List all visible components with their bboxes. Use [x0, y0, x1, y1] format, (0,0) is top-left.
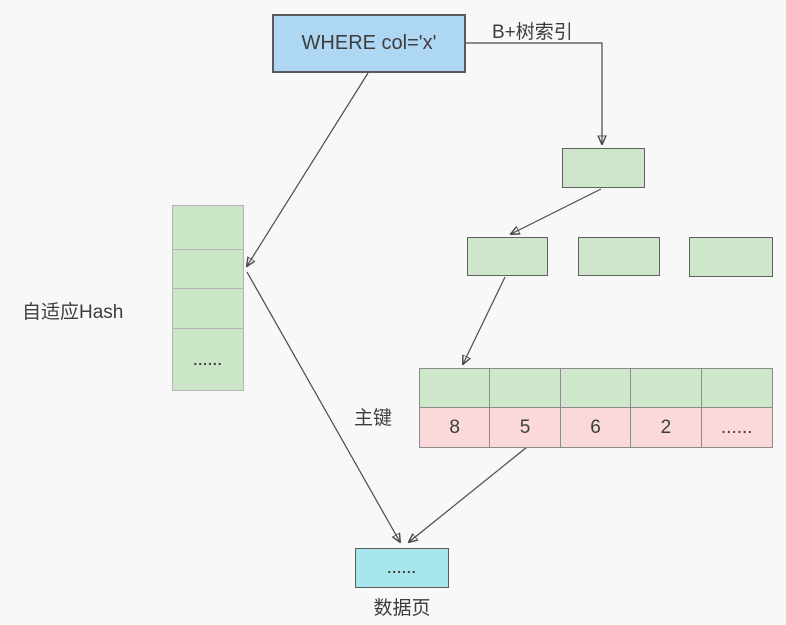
btree-root-node [562, 148, 645, 188]
data-page-ellipsis: ...... [387, 560, 417, 576]
hash-bucket-cell [173, 206, 243, 250]
primary-key-cell: 6 [560, 408, 632, 447]
hash-bucket-cell-ellipsis: ...... [193, 351, 223, 368]
connector-query-to-btree-root [466, 42, 602, 144]
primary-key-cell: 2 [631, 408, 702, 447]
hash-bucket-cell [173, 289, 243, 329]
btree-internal-node-1 [467, 237, 548, 276]
query-text: WHERE col='x' [301, 32, 437, 54]
primary-key-cell-ellipsis: ...... [701, 408, 772, 447]
btree-internal-node-2 [578, 237, 660, 276]
btree-index-label: B+树索引 [492, 22, 573, 43]
leaf-pointer-cell [631, 369, 702, 408]
data-page-label: 数据页 [373, 598, 431, 619]
adaptive-hash-label: 自适应Hash [22, 302, 124, 323]
connector-key-to-datapage [409, 446, 528, 542]
primary-key-cell: 8 [420, 408, 491, 447]
data-page-box: ...... [355, 548, 449, 588]
btree-internal-node-3 [689, 237, 773, 277]
primary-key-label: 主键 [354, 408, 393, 429]
hash-bucket-cell [173, 250, 243, 289]
primary-key-cell: 5 [490, 408, 561, 447]
connector-hash-to-datapage [246, 271, 400, 542]
connector-root-to-internal-node [511, 188, 602, 234]
leaf-pointer-cell [420, 369, 491, 408]
connector-internal-node-to-leaf [463, 276, 506, 364]
leaf-pointer-cell [490, 369, 561, 408]
btree-leaf-table: 8 5 6 2 ...... [419, 368, 773, 448]
leaf-pointer-cell [560, 369, 632, 408]
query-box: WHERE col='x' [272, 14, 466, 73]
connector-query-to-hash [247, 72, 369, 266]
adaptive-hash-bucket-stack: ...... [172, 205, 244, 391]
leaf-pointer-cell [701, 369, 772, 408]
